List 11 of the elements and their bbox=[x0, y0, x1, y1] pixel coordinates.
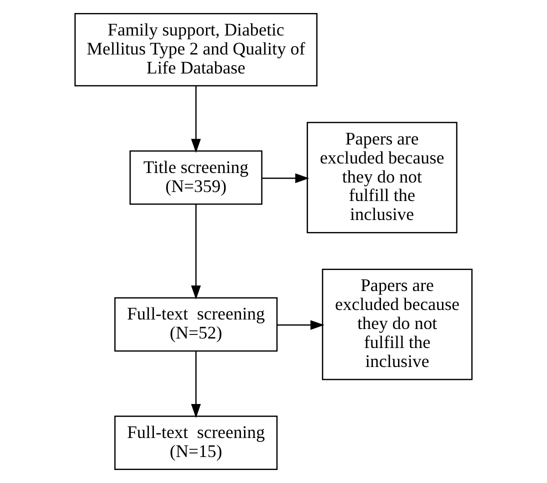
arrow bbox=[262, 173, 310, 184]
arrow bbox=[277, 320, 324, 330]
node-box: Full-text screening (N=52) bbox=[114, 297, 278, 352]
node-box: Family support, Diabetic Mellitus Type 2 and Quality of Life Database bbox=[74, 13, 318, 86]
node-box: Papers are excluded because they do not fulfill the inclusive bbox=[306, 122, 458, 234]
arrow bbox=[191, 351, 201, 418]
arrow bbox=[191, 204, 201, 300]
node-box: Full-text screening (N=15) bbox=[114, 416, 278, 470]
node-box: Title screening (N=359) bbox=[130, 150, 262, 205]
arrow bbox=[191, 86, 201, 153]
node-box: Papers are excluded because they do not fulfill the inclusive bbox=[322, 268, 473, 380]
